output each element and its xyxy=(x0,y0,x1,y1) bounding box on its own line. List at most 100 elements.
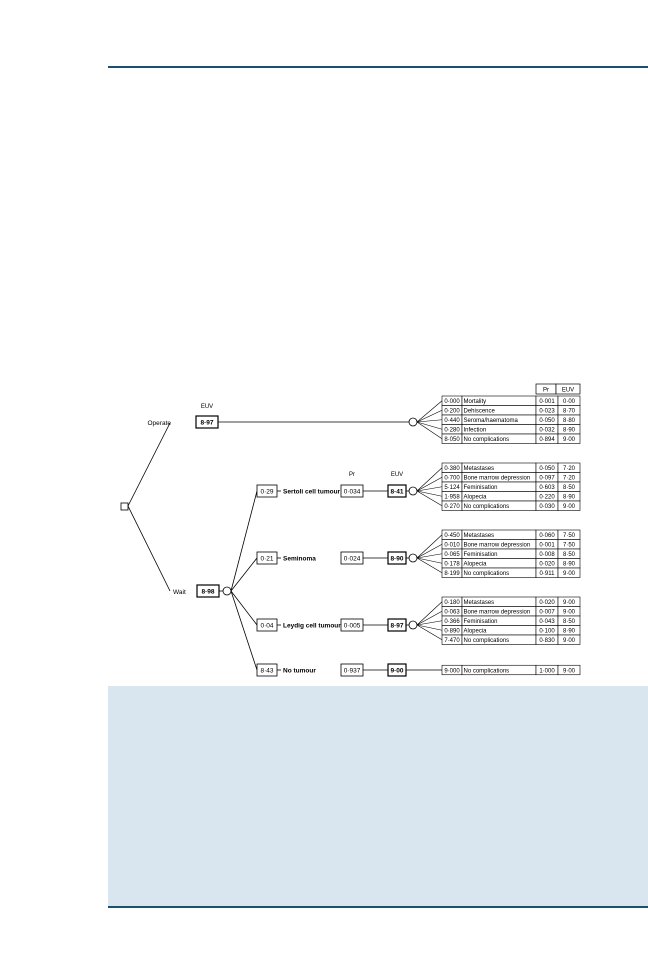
outcome-label: Feminisation xyxy=(464,552,498,558)
outcome-euv: 8·50 xyxy=(563,619,576,625)
outcome-label: Bone marrow depression xyxy=(464,610,531,616)
outcome-euv: 8·80 xyxy=(563,418,576,424)
outcome-label: Seroma/haematoma xyxy=(464,418,519,424)
outcome-value: 0·280 xyxy=(444,428,460,434)
chance-node xyxy=(408,553,418,563)
outcome-pr: 0·050 xyxy=(539,466,555,472)
outcome-value: 0·440 xyxy=(444,418,460,424)
top-rule xyxy=(108,66,648,68)
outcome-label: No complications xyxy=(464,668,510,674)
outcome-label: Alopecia xyxy=(464,629,488,635)
outcome-euv: 7·50 xyxy=(563,543,576,549)
outcome-pr: 0·020 xyxy=(539,562,555,568)
pr-column-header: Pr xyxy=(543,388,549,394)
outcome-row: 0·366 Feminisation 0·043 8·50 xyxy=(441,615,581,626)
outcome-pr: 0·830 xyxy=(539,638,555,644)
operate-chance-node xyxy=(408,417,418,427)
outcome-euv: 8·90 xyxy=(563,629,576,635)
outcome-label: Feminisation xyxy=(464,619,498,625)
wait-euv-value: 8·98 xyxy=(201,589,214,596)
outcome-label: Metastases xyxy=(464,600,495,606)
outcome-value: 8·050 xyxy=(444,437,460,443)
outcome-euv: 0·00 xyxy=(563,399,576,405)
outcome-label: Metastases xyxy=(464,466,495,472)
outcome-row: 0·065 Feminisation 0·008 8·50 xyxy=(441,548,581,559)
branch-pr: 0·005 xyxy=(344,623,361,630)
outcome-euv: 9·00 xyxy=(563,600,576,606)
outcome-row: 0·000 Mortality 0·001 0·00 xyxy=(441,395,581,406)
outcome-label: Mortality xyxy=(464,399,487,405)
outcome-value: 0·063 xyxy=(444,610,460,616)
outcome-euv: 8·50 xyxy=(563,485,576,491)
branch-label: Leydig cell tumour xyxy=(283,623,341,630)
outcome-value: 0·270 xyxy=(444,504,460,510)
chance-node xyxy=(408,620,418,630)
branch-euv: 9·00 xyxy=(390,668,403,675)
decision-node xyxy=(120,502,129,511)
outcome-euv: 7·20 xyxy=(563,466,576,472)
branch-label: Seminoma xyxy=(283,556,316,563)
outcome-euv: 9·00 xyxy=(563,437,576,443)
outcome-euv: 7·50 xyxy=(563,533,576,539)
outcome-label: Metastases xyxy=(464,533,495,539)
outcome-pr: 0·001 xyxy=(539,399,555,405)
branch-value: 0·21 xyxy=(260,556,273,563)
outcome-value: 0·380 xyxy=(444,466,460,472)
operate-euv-value: 8·97 xyxy=(200,420,213,427)
branch-value: 0·29 xyxy=(260,489,273,496)
outcome-value: 0·180 xyxy=(444,600,460,606)
branch-pr: 0·937 xyxy=(344,668,361,675)
wait-chance-node xyxy=(222,586,232,596)
outcome-row: 0·450 Metastases 0·060 7·50 xyxy=(441,529,581,540)
outcome-row: 0·380 Metastases 0·050 7·20 xyxy=(441,462,581,473)
outcome-value: 0·200 xyxy=(444,409,460,415)
wait-euv-header: EUV xyxy=(391,472,403,478)
outcome-value: 0·065 xyxy=(444,552,460,558)
outcome-euv: 8·50 xyxy=(563,552,576,558)
outcome-label: Feminisation xyxy=(464,485,498,491)
outcome-pr: 0·911 xyxy=(540,571,556,577)
outcome-pr: 0·020 xyxy=(539,600,555,606)
outcome-euv: 9·00 xyxy=(563,638,576,644)
outcome-label: No complications xyxy=(464,571,510,577)
outcome-pr: 0·060 xyxy=(539,533,555,539)
outcome-euv: 8·70 xyxy=(563,409,576,415)
outcome-pr: 0·097 xyxy=(539,476,555,482)
branch-euv: 8·90 xyxy=(390,556,403,563)
operate-label: Operate xyxy=(148,420,172,427)
outcome-label: No complications xyxy=(464,437,510,443)
outcome-value: 0·450 xyxy=(444,533,460,539)
outcome-value: 0·000 xyxy=(444,399,460,405)
chance-node xyxy=(408,486,418,496)
euv-column-header: EUV xyxy=(562,388,574,394)
outcome-pr: 0·008 xyxy=(539,552,555,558)
branch-value: 8·43 xyxy=(260,668,273,675)
outcome-label: No complications xyxy=(464,504,510,510)
outcome-label: Alopecia xyxy=(464,562,488,568)
outcome-pr: 0·043 xyxy=(539,619,555,625)
outcome-pr: 0·007 xyxy=(539,610,555,616)
outcome-label: Alopecia xyxy=(464,495,488,501)
outcome-euv: 8·90 xyxy=(563,562,576,568)
outcome-pr: 1·000 xyxy=(539,668,555,674)
outcome-value: 0·366 xyxy=(444,619,460,625)
outcome-label: Bone marrow depression xyxy=(464,476,531,482)
outcome-euv: 8·90 xyxy=(563,428,576,434)
outcome-euv: 9·00 xyxy=(563,610,576,616)
outcome-value: 7·470 xyxy=(444,638,460,644)
outcome-row: 0·180 Metastases 0·020 9·00 xyxy=(441,596,581,607)
branch-euv: 8·41 xyxy=(390,489,403,496)
